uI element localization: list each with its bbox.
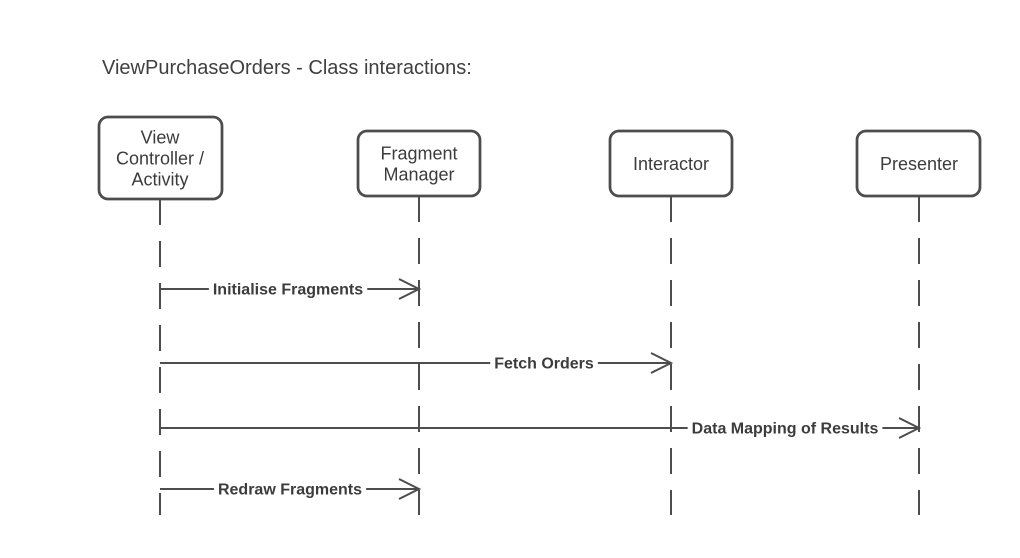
actor-interactor: Interactor: [608, 129, 734, 198]
actor-box: [855, 129, 982, 198]
message-label-bg: [687, 419, 883, 439]
message-label: Redraw Fragments: [218, 482, 362, 499]
actor-label: Interactor: [633, 154, 709, 174]
message-label-bg: [208, 280, 368, 300]
actor-label: Presenter: [880, 154, 958, 174]
diagram-title: ViewPurchaseOrders - Class interactions:: [102, 57, 472, 79]
message-arrowhead: [398, 278, 422, 300]
message-1: Initialise Fragments: [160, 278, 422, 300]
actor-box: [356, 129, 482, 198]
actor-box: [608, 129, 734, 198]
message-label-bg: [490, 354, 598, 374]
message-label: Initialise Fragments: [213, 282, 363, 299]
message-4: Redraw Fragments: [160, 478, 422, 500]
message-label: Fetch Orders: [494, 356, 594, 373]
message-arrowhead: [898, 417, 922, 439]
message-arrowhead: [650, 352, 674, 374]
actor-presenter: Presenter: [855, 129, 982, 198]
actor-box: [97, 115, 224, 201]
message-3: Data Mapping of Results: [160, 417, 922, 439]
message-arrowhead: [398, 478, 422, 500]
message-label-bg: [213, 480, 367, 500]
message-label: Data Mapping of Results: [692, 421, 879, 438]
message-2: Fetch Orders: [160, 352, 674, 374]
